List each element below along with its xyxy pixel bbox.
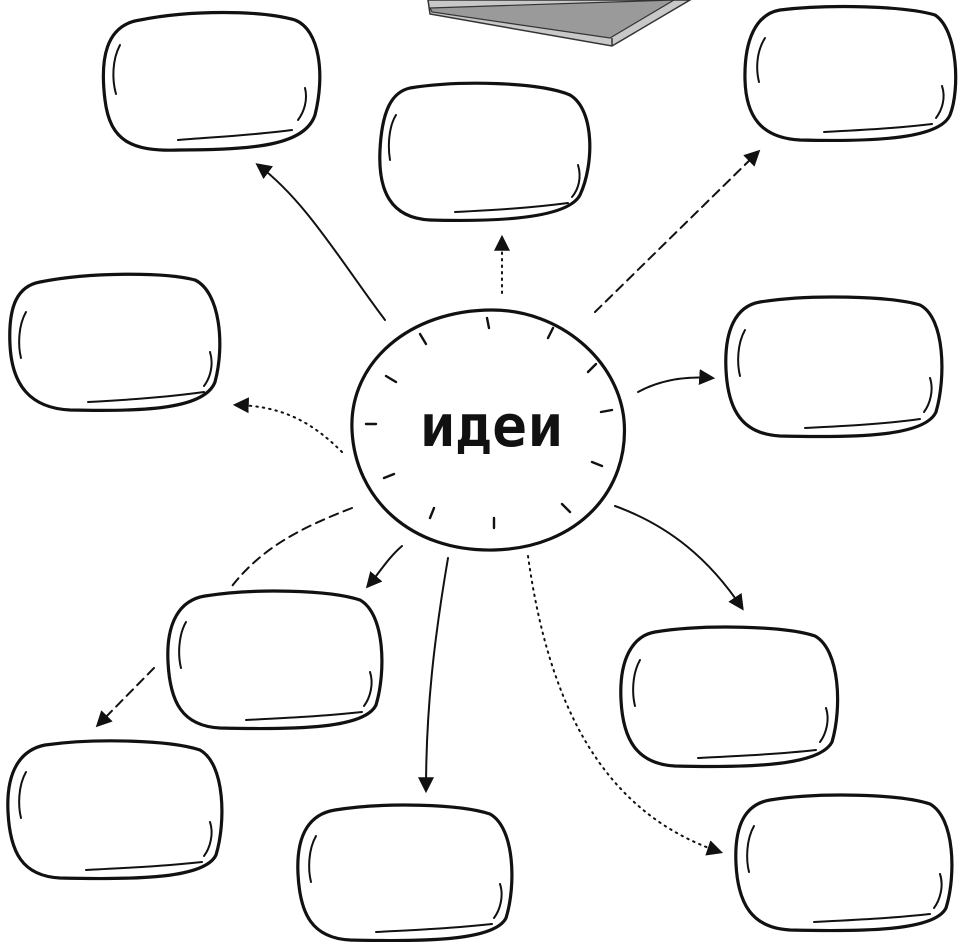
idea-box-bottom-right-far bbox=[734, 793, 954, 933]
idea-box-mid-left bbox=[166, 589, 384, 731]
arrow-to-idea-bottom-left bbox=[231, 507, 353, 587]
idea-box-right bbox=[724, 295, 944, 439]
arrow-to-idea-top-right bbox=[594, 149, 761, 313]
idea-box-bottom-right bbox=[619, 625, 840, 769]
book-illustration bbox=[427, 0, 692, 47]
idea-box-top-right bbox=[743, 4, 958, 143]
arrow-to-idea-bottom-left-2 bbox=[95, 667, 155, 728]
central-node: идеи bbox=[350, 308, 627, 552]
idea-box-top-center bbox=[378, 81, 592, 223]
arrow-to-idea-bottom-right-far bbox=[527, 555, 724, 856]
idea-box-top-left bbox=[101, 10, 322, 152]
arrow-to-idea-top-left bbox=[255, 163, 386, 321]
arrow-to-idea-left bbox=[232, 397, 343, 453]
idea-box-bottom-left bbox=[6, 739, 224, 881]
central-node-ticks bbox=[364, 316, 614, 530]
arrow-to-idea-right bbox=[637, 369, 716, 393]
idea-box-left bbox=[8, 272, 222, 413]
arrow-to-idea-mid-left bbox=[365, 545, 403, 589]
connectors bbox=[95, 149, 761, 856]
idea-box-bottom-center bbox=[296, 803, 514, 942]
central-node-label: идеи bbox=[420, 392, 564, 460]
arrow-to-idea-bottom-center bbox=[418, 557, 449, 794]
arrow-to-idea-bottom-right bbox=[614, 505, 744, 611]
